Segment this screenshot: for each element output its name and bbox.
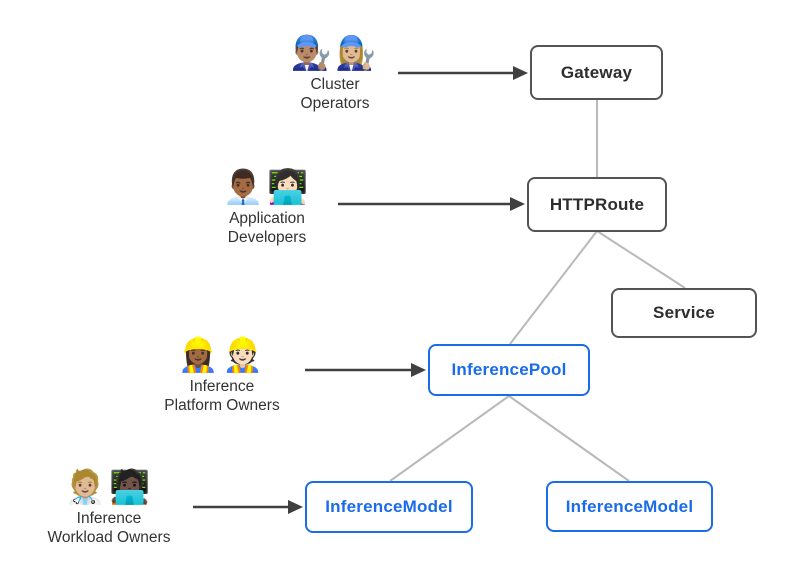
node-httproute: HTTPRoute <box>527 177 667 232</box>
node-inferencepool: InferencePool <box>428 344 590 396</box>
node-label: InferenceModel <box>565 496 694 516</box>
persona-application-developers: 👨🏾‍💼👩🏻‍💻 Application Developers <box>192 164 342 247</box>
node-label: Gateway <box>560 62 633 82</box>
node-gateway: Gateway <box>530 45 663 100</box>
persona-cluster-operators: 👨🏽‍🔧👩🏼‍🔧 Cluster Operators <box>260 30 410 113</box>
connector-httproute-service <box>596 230 686 289</box>
persona-label: Inference <box>76 510 142 527</box>
node-label: HTTPRoute <box>549 194 645 214</box>
arrow-inference-platform-owners-inferencepool <box>305 363 426 377</box>
node-service: Service <box>611 288 757 338</box>
connector-inferencepool-inferencemodel-right <box>508 395 630 482</box>
arrow-application-developers-httproute <box>338 197 525 211</box>
node-label: InferenceModel <box>325 497 453 516</box>
node-label: InferencePool <box>451 360 567 379</box>
persona-label: Inference <box>189 378 255 395</box>
persona-label: Platform Owners <box>164 396 280 414</box>
cluster-operators-icon: 👨🏽‍🔧👩🏼‍🔧 <box>290 34 380 71</box>
node-inferencemodel-left: InferenceModel <box>305 481 473 533</box>
persona-label: Workload Owners <box>47 528 171 546</box>
persona-inference-platform-owners: 👷🏾‍♀️👷🏻 Inference Platform Owners <box>147 332 297 415</box>
arrow-cluster-operators-gateway <box>398 66 528 80</box>
application-developers-icon: 👨🏾‍💼👩🏻‍💻 <box>222 168 312 205</box>
connector-inferencepool-inferencemodel-left <box>389 395 510 482</box>
persona-label: Application <box>229 210 305 227</box>
inference-workload-owners-icon: 🧑🏼‍⚕️🧑🏿‍💻 <box>64 468 154 505</box>
node-label: Service <box>653 303 715 322</box>
node-inferencemodel-right: InferenceModel <box>546 481 713 532</box>
connector-httproute-inferencepool <box>509 230 598 345</box>
persona-label: Operators <box>300 94 370 112</box>
persona-label: Developers <box>227 228 307 246</box>
persona-label: Cluster <box>310 76 360 93</box>
arrow-inference-workload-owners-inferencemodel <box>193 500 303 514</box>
inference-platform-owners-icon: 👷🏾‍♀️👷🏻 <box>177 336 267 373</box>
persona-inference-workload-owners: 🧑🏼‍⚕️🧑🏿‍💻 Inference Workload Owners <box>34 464 184 547</box>
